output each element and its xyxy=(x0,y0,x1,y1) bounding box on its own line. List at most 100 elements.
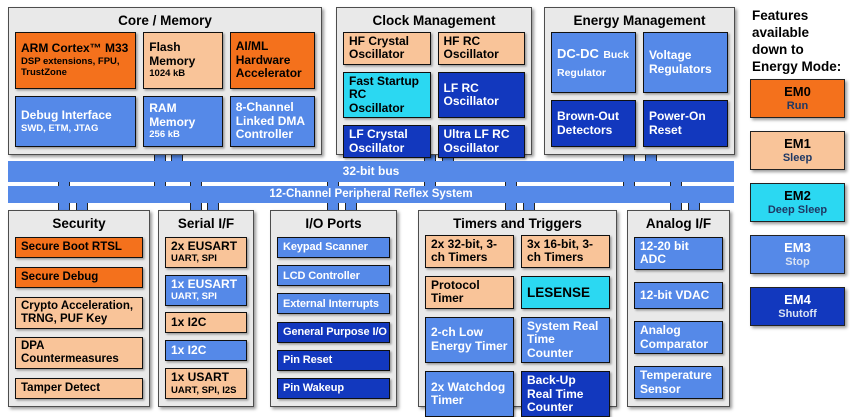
bus-peripheral-reflex: 12-Channel Peripheral Reflex System xyxy=(8,186,734,203)
section-title: Clock Management xyxy=(372,13,496,28)
block-label: DC-DC xyxy=(557,46,599,61)
block-label: Temperature Sensor xyxy=(640,368,712,396)
block-sublabel: Buck Regulator xyxy=(557,49,630,79)
block-hf-crystal-oscillator: HF Crystal Oscillator xyxy=(343,32,431,65)
block-label: Analog Comparator xyxy=(640,323,709,351)
block-label: HF Crystal Oscillator xyxy=(349,34,410,62)
block-analog-comparator: Analog Comparator xyxy=(634,321,723,354)
block-ultra-lf-rc-oscillator: Ultra LF RC Oscillator xyxy=(437,125,525,159)
block-8-channel-linked-dma-controller: 8-Channel Linked DMA Controller xyxy=(229,96,315,147)
block-sublabel: 256 kB xyxy=(149,129,180,141)
block-label: 8-Channel Linked DMA Controller xyxy=(235,100,305,142)
block-ai-ml-hardware-accelerator: AI/ML Hardware Accelerator xyxy=(229,32,315,90)
block-label: 12-bit VDAC xyxy=(640,287,710,302)
block-2x-watchdog-timer: 2x Watchdog Timer xyxy=(425,371,514,417)
block-sublabel: DSP extensions, FPU, TrustZone xyxy=(21,55,120,79)
legend-mode-desc: Shutoff xyxy=(778,307,817,320)
block-external-interrupts: External Interrupts xyxy=(277,293,390,315)
block-label: RAM Memory xyxy=(149,101,196,129)
block-fast-startup-rc-oscillator: Fast Startup RC Oscillator xyxy=(343,71,431,119)
legend-mode-desc: Run xyxy=(786,99,809,112)
block-label: DPA Countermeasures xyxy=(21,340,119,366)
section-title: Timers and Triggers xyxy=(453,216,582,231)
section-title: Serial I/F xyxy=(177,216,235,231)
section-analog-if: Analog I/F 12-20 bit ADC 12-bit VDAC Analo… xyxy=(627,210,730,407)
block-label: Voltage Regulators xyxy=(649,48,712,76)
block-hf-rc-oscillator: HF RC Oscillator xyxy=(437,32,525,65)
legend-mode-name: EM1 xyxy=(784,135,811,151)
block-12-20-bit-adc: 12-20 bit ADC xyxy=(634,237,723,270)
block-general-purpose-i-o: General Purpose I/O xyxy=(277,321,390,343)
block-label: Brown-Out Detectors xyxy=(557,109,619,137)
block-pin-reset: Pin Reset xyxy=(277,349,390,371)
block-dc-dc: DC-DC Buck Regulator xyxy=(551,32,636,94)
legend-mode-desc: Deep Sleep xyxy=(767,203,828,216)
block-label: Pin Reset xyxy=(283,354,333,367)
block-lcd-controller: LCD Controller xyxy=(277,265,390,287)
block-tamper-detect: Tamper Detect xyxy=(15,378,143,399)
block-label: Pin Wakeup xyxy=(283,382,344,395)
block-label: LF Crystal Oscillator xyxy=(349,127,408,155)
block-1x-i2c: 1x I2C xyxy=(165,340,247,362)
block-lf-crystal-oscillator: LF Crystal Oscillator xyxy=(343,125,431,159)
block-system-real-time-counter: System Real Time Counter xyxy=(521,316,610,364)
block-temperature-sensor: Temperature Sensor xyxy=(634,366,723,399)
block-label: LF RC Oscillator xyxy=(443,80,499,109)
section-title: Analog I/F xyxy=(645,216,712,231)
block-keypad-scanner: Keypad Scanner xyxy=(277,237,390,258)
block-label: 1x EUSART xyxy=(171,276,238,291)
block-label: 2-ch Low Energy Timer xyxy=(431,325,508,353)
block-label: Flash Memory xyxy=(149,40,196,68)
block-lesense: LESENSE xyxy=(521,275,610,309)
block-sublabel: UART, SPI, I2S xyxy=(171,384,237,396)
block-12-bit-vdac: 12-bit VDAC xyxy=(634,282,723,309)
block-3x-16-bit-3-ch-timers: 3x 16-bit, 3-ch Timers xyxy=(521,235,610,268)
block-label: 2x 32-bit, 3-ch Timers xyxy=(431,237,498,265)
block-label: Secure Boot RTSL xyxy=(21,241,122,254)
section-clock-management: Clock Management HF Crystal Oscillator HF… xyxy=(336,7,532,159)
legend-mode-name: EM2 xyxy=(784,187,811,203)
bus-32bit: 32-bit bus xyxy=(8,161,734,182)
block-pin-wakeup: Pin Wakeup xyxy=(277,377,390,399)
block-label: ARM Cortex™ M33 xyxy=(21,41,129,56)
block-crypto-acceleration-trng-puf-key: Crypto Acceleration, TRNG, PUF Key xyxy=(15,296,143,329)
block-label: 2x Watchdog Timer xyxy=(431,379,506,408)
block-label: LESENSE xyxy=(527,284,591,300)
section-timers-and-triggers: Timers and Triggers 2x 32-bit, 3-ch Time… xyxy=(418,210,617,417)
block-sublabel: 1024 kB xyxy=(149,68,186,80)
block-secure-debug: Secure Debug xyxy=(15,266,143,288)
block-label: 1x I2C xyxy=(171,315,207,330)
block-label: 3x 16-bit, 3-ch Timers xyxy=(527,237,594,265)
block-label: Fast Startup RC Oscillator xyxy=(349,73,420,115)
block-back-up-real-time-counter: Back-Up Real Time Counter xyxy=(521,371,610,417)
block-label: System Real Time Counter xyxy=(527,318,599,360)
block-secure-boot-rtsl: Secure Boot RTSL xyxy=(15,237,143,258)
legend-mode-desc: Stop xyxy=(785,255,810,268)
section-title: I/O Ports xyxy=(305,216,362,231)
legend-mode-name: EM3 xyxy=(784,239,811,255)
block-label: 1x USART xyxy=(171,370,230,385)
block-power-on-reset: Power-On Reset xyxy=(643,100,728,147)
block-label: Keypad Scanner xyxy=(283,241,368,254)
block-sublabel: UART, SPI xyxy=(171,291,217,303)
legend-mode-desc: Sleep xyxy=(782,151,813,164)
block-2x-32-bit-3-ch-timers: 2x 32-bit, 3-ch Timers xyxy=(425,235,514,268)
block-label: HF RC Oscillator xyxy=(443,34,499,62)
section-title: Security xyxy=(52,216,106,231)
legend-mode-name: EM0 xyxy=(784,83,811,99)
block-label: 1x I2C xyxy=(171,343,207,358)
legend-mode-name: EM4 xyxy=(784,291,811,307)
